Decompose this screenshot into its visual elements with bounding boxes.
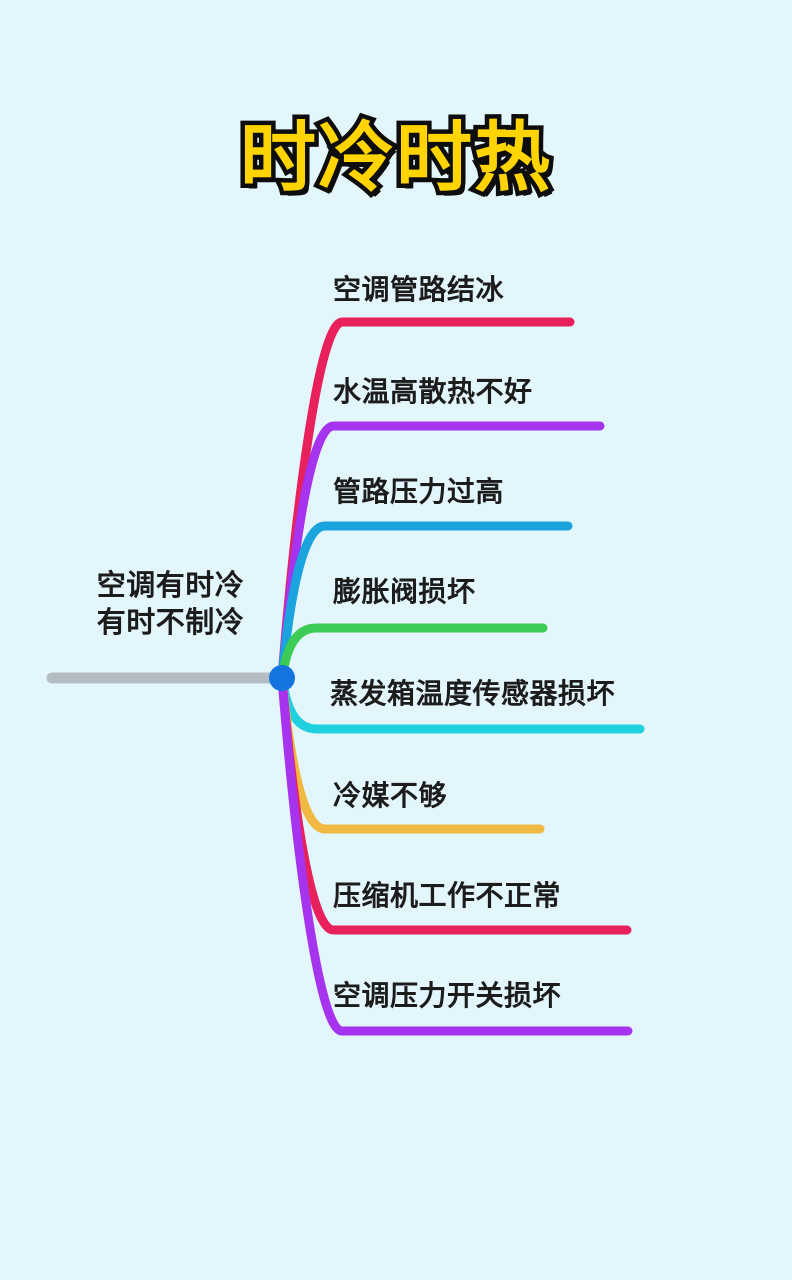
branch-label-1[interactable]: 空调管路结冰 [333,274,505,305]
branch-label-7[interactable]: 压缩机工作不正常 [333,880,562,911]
root-hub-dot[interactable] [269,665,295,691]
branch-line-2 [277,421,605,683]
branch-label-5[interactable]: 蒸发箱温度传感器损坏 [330,678,616,709]
branch-label-8[interactable]: 空调压力开关损坏 [333,980,562,1011]
branch-label-6[interactable]: 冷媒不够 [333,780,448,811]
branch-line-8 [277,673,633,1036]
root-node-label: 空调有时冷 有时不制冷 [96,570,245,639]
branch-label-3[interactable]: 管路压力过高 [333,476,505,507]
branch-label-2[interactable]: 水温高散热不好 [333,376,533,407]
branch-label-4[interactable]: 膨胀阀损坏 [333,576,476,607]
branch-line-4 [277,623,548,683]
